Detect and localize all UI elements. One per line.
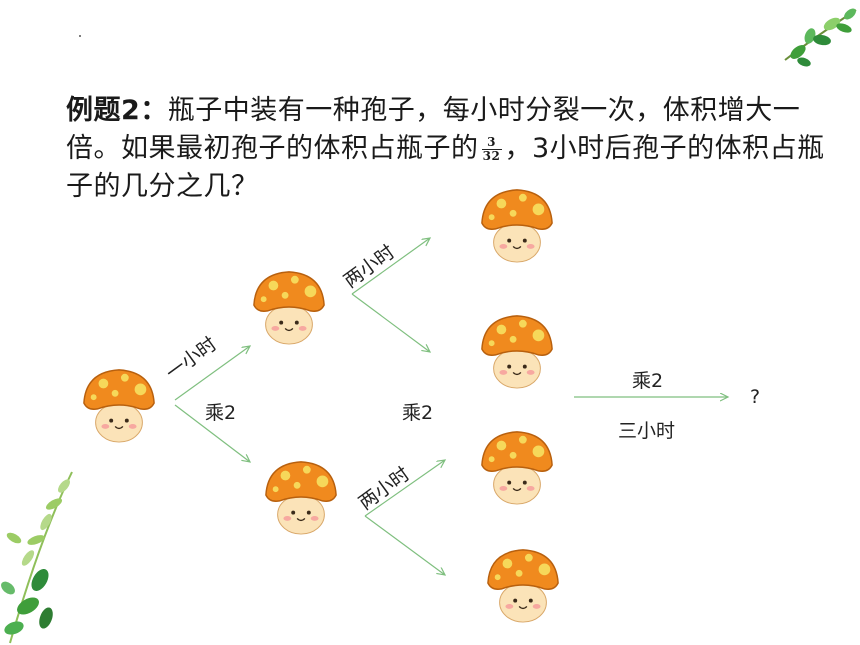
arrow-initial-to-bottom [174, 404, 250, 462]
problem-statement: 例题2：瓶子中装有一种孢子，每小时分裂一次，体积增大一倍。如果最初孢子的体积占瓶… [66, 92, 826, 206]
corner-dot [79, 35, 81, 37]
problem-text-part2: ，3小时后孢子的体积占瓶子的几分之几？ [66, 133, 825, 202]
mushroom-one-hour-bottom-icon [262, 458, 340, 536]
mushroom-two-hours-2-icon [478, 312, 556, 390]
problem-label: 例题2： [66, 95, 168, 126]
mushroom-two-hours-3-icon [478, 428, 556, 506]
arrow-bottom-to-4 [364, 515, 445, 575]
label-times2-first: 乘2 [205, 402, 237, 424]
fraction-denominator: 32 [482, 149, 501, 163]
fraction-numerator: 3 [487, 135, 496, 149]
mushroom-one-hour-top-icon [250, 268, 328, 346]
problem-text-part1: 瓶子中装有一种孢子，每小时分裂一次，体积增大一倍。如果最初孢子的体积占瓶子的 [66, 95, 801, 164]
arrow-top-to-2 [351, 293, 430, 352]
mushroom-initial-icon [80, 366, 158, 444]
label-times2-right: 乘2 [632, 370, 664, 392]
mushroom-two-hours-1-icon [478, 186, 556, 264]
label-question-mark: ? [750, 386, 761, 408]
arrow-bottom-to-3 [364, 460, 445, 517]
arrow-top-to-1 [351, 238, 430, 295]
label-three-hours: 三小时 [618, 420, 676, 442]
label-times2-middle: 乘2 [402, 402, 434, 424]
leaf-branch-top-right-icon [784, 8, 857, 67]
leaf-branch-bottom-left-icon [1, 471, 73, 644]
mushroom-two-hours-4-icon [484, 546, 562, 624]
arrow-initial-to-top [174, 346, 250, 401]
